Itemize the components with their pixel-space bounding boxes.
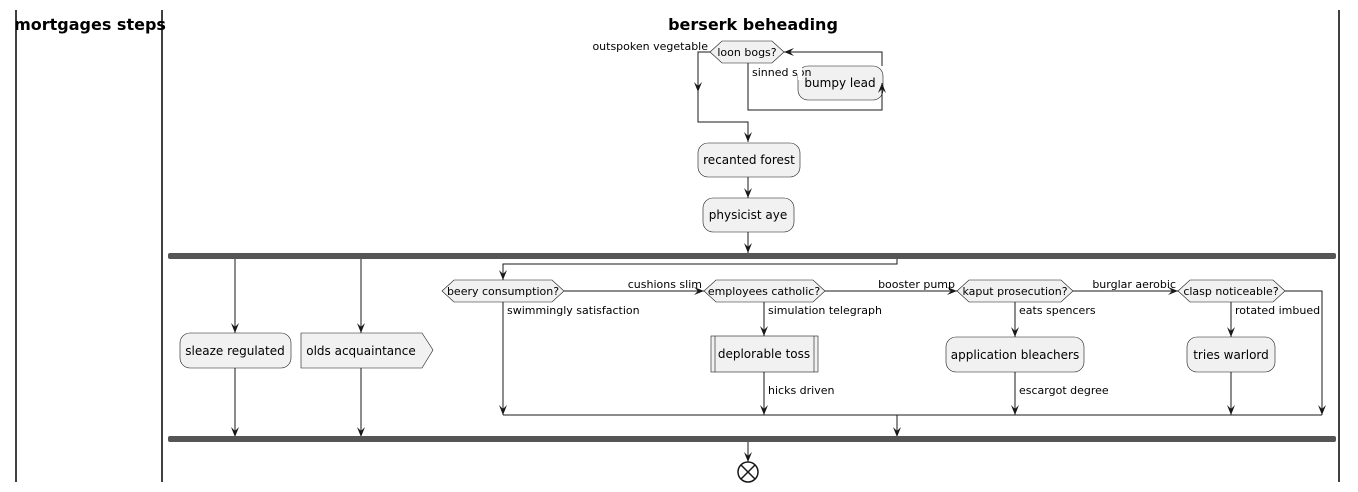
action-recanted-forest	[697, 142, 801, 178]
arrow-to-recanted	[744, 132, 752, 142]
decision-beery-consumption-label: beery consumption?	[447, 285, 559, 298]
action-bumpy-lead	[797, 65, 884, 101]
action-application-bleachers-label: application bleachers	[951, 348, 1079, 362]
label-swimmingly-satisfaction: swimmingly satisfaction	[507, 304, 640, 317]
loop-up-arrow	[878, 83, 886, 93]
arrow-d4-yes	[1227, 327, 1235, 337]
loop-back-arrow	[784, 48, 794, 56]
arrow-to-olds	[357, 323, 365, 333]
action-recanted-forest-label: recanted forest	[703, 153, 795, 167]
label-outspoken-vegetable: outspoken vegetable	[592, 40, 708, 53]
label-escargot-degree: escargot degree	[1019, 384, 1109, 397]
fork-bar	[168, 253, 1336, 259]
arrow-d2-no	[947, 287, 957, 295]
edge-to-recanted	[697, 92, 749, 142]
action-sleaze-regulated-label: sleaze regulated	[185, 344, 285, 358]
signal-olds-acquaintance-label: olds acquaintance	[306, 344, 415, 358]
loop-back-edge	[784, 51, 883, 66]
label-rotated-imbued: rotated imbued	[1235, 304, 1320, 317]
edge-to-beery	[502, 259, 898, 280]
arrow-to-physicist	[744, 188, 752, 198]
join-bar	[168, 436, 1336, 442]
arrow-to-sleaze	[231, 323, 239, 333]
arrow-d2-yes	[760, 326, 768, 336]
lane-title-berserk-beheading: berserk beheading	[668, 15, 838, 34]
loop-exit-arrow	[694, 82, 702, 92]
arrow-merge-to-join	[893, 427, 901, 437]
label-hicks-driven: hicks driven	[768, 384, 835, 397]
label-mask	[798, 66, 802, 80]
arrow-toss-out	[760, 405, 768, 415]
action-tries-warlord-label: tries warlord	[1193, 348, 1269, 362]
decision-clasp-noticeable-label: clasp noticeable?	[1183, 285, 1278, 298]
arrow-to-end	[744, 452, 752, 462]
arrow-bleachers-out	[1011, 405, 1019, 415]
label-booster-pump: booster pump	[878, 278, 955, 291]
loop-body-edge	[747, 63, 883, 111]
label-eats-spencers: eats spencers	[1019, 304, 1096, 317]
signal-olds-acquaintance	[300, 332, 434, 369]
arrow-d4-no	[1318, 405, 1326, 415]
arrow-d1-yes	[499, 405, 507, 415]
label-sinned-son: sinned son	[752, 66, 811, 79]
decision-employees-catholic-label: employees catholic?	[708, 285, 820, 298]
label-burglar-aerobic: burglar aerobic	[1092, 278, 1176, 291]
lane-title-mortgages-steps: mortgages steps	[14, 15, 166, 34]
end-node-icon	[737, 461, 759, 483]
arrow-to-fork	[744, 243, 752, 253]
arrow-sleaze-to-join	[231, 427, 239, 437]
decision-kaput-prosecution-label: kaput prosecution?	[962, 285, 1067, 298]
label-cushions-slim: cushions slim	[628, 278, 702, 291]
action-physicist-aye-label: physicist aye	[709, 208, 787, 222]
arrow-to-beery	[499, 270, 507, 280]
arrow-warlord-out	[1227, 405, 1235, 415]
action-bumpy-lead-label: bumpy lead	[804, 76, 875, 90]
loop-exit-edge	[697, 51, 710, 92]
arrow-d3-no	[1168, 287, 1178, 295]
arrow-d3-yes	[1011, 327, 1019, 337]
decision-loon-bogs-label: loon bogs?	[717, 46, 776, 59]
subprocess-deplorable-toss	[710, 335, 819, 373]
label-simulation-telegraph: simulation telegraph	[768, 304, 882, 317]
edge-d4-no	[1285, 290, 1323, 415]
subprocess-deplorable-toss-label: deplorable toss	[718, 347, 810, 361]
arrow-olds-to-join	[357, 427, 365, 437]
arrow-d1-no	[694, 287, 704, 295]
